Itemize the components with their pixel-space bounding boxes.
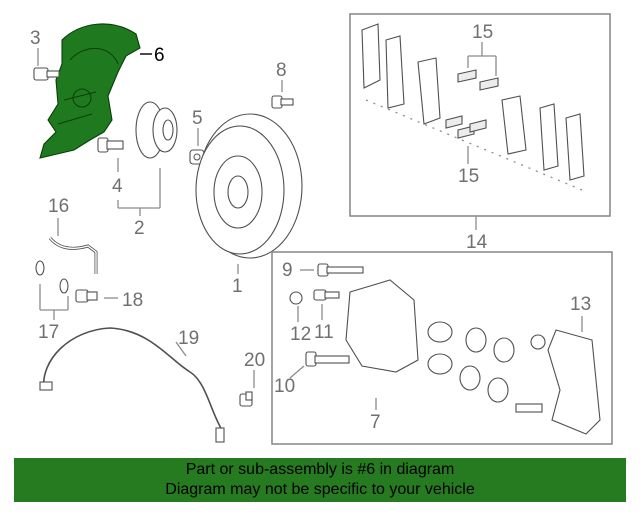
cap-part-12[interactable] <box>289 291 303 305</box>
bolt-part-9[interactable] <box>317 263 364 277</box>
bolt-part-20[interactable] <box>239 391 253 407</box>
bolt-part-3[interactable] <box>33 67 60 81</box>
callout-14: 14 <box>466 232 488 253</box>
callout-10: 10 <box>274 376 295 397</box>
callout-5: 5 <box>192 108 203 129</box>
info-banner: Part or sub-assembly is #6 in diagram Di… <box>14 458 626 502</box>
callout-1: 1 <box>232 276 243 297</box>
bleeder-part-11[interactable] <box>313 289 340 301</box>
callout-20: 20 <box>244 350 265 371</box>
brake-pads-part-14[interactable] <box>361 23 585 181</box>
callout-16: 16 <box>48 196 69 217</box>
brake-rotor-part-1[interactable] <box>195 113 303 259</box>
callout-9: 9 <box>282 260 293 281</box>
bolt-part-10[interactable] <box>305 351 350 367</box>
callout-19: 19 <box>178 328 199 349</box>
caliper-part-7[interactable] <box>345 279 546 413</box>
callout-15-bottom: 15 <box>458 166 479 187</box>
washer-part-17[interactable] <box>35 260 69 294</box>
banner-line-1: Part or sub-assembly is #6 in diagram <box>185 461 455 478</box>
caliper-bracket-part-13[interactable] <box>547 329 601 435</box>
hub-bolt-part-4[interactable] <box>97 137 124 153</box>
callout-13: 13 <box>570 294 591 315</box>
callout-15-top: 15 <box>472 22 493 43</box>
banner-line-2: Diagram may not be specific to your vehi… <box>165 481 475 498</box>
pad-clips-part-15[interactable] <box>445 69 499 139</box>
dust-shield-part-6[interactable] <box>39 23 141 159</box>
banjo-bolt-part-18[interactable] <box>75 289 98 303</box>
hub-bearing-part-2[interactable] <box>135 101 178 159</box>
callout-6: 6 <box>154 45 165 66</box>
bolt-part-8[interactable] <box>271 95 294 109</box>
callout-4: 4 <box>112 176 123 197</box>
parts-diagram: 3 6 5 4 2 8 1 15 15 14 9 13 12 11 10 7 1… <box>30 13 613 445</box>
callout-7: 7 <box>370 412 381 433</box>
callout-18: 18 <box>122 290 143 311</box>
callout-12: 12 <box>290 324 311 345</box>
callout-8: 8 <box>276 60 287 81</box>
brake-hose-part-16[interactable] <box>48 236 98 274</box>
callout-2: 2 <box>134 218 145 239</box>
callout-3: 3 <box>30 28 41 49</box>
callout-17: 17 <box>38 322 59 343</box>
abs-sensor-part-19[interactable] <box>39 327 225 443</box>
callout-11: 11 <box>314 322 334 343</box>
